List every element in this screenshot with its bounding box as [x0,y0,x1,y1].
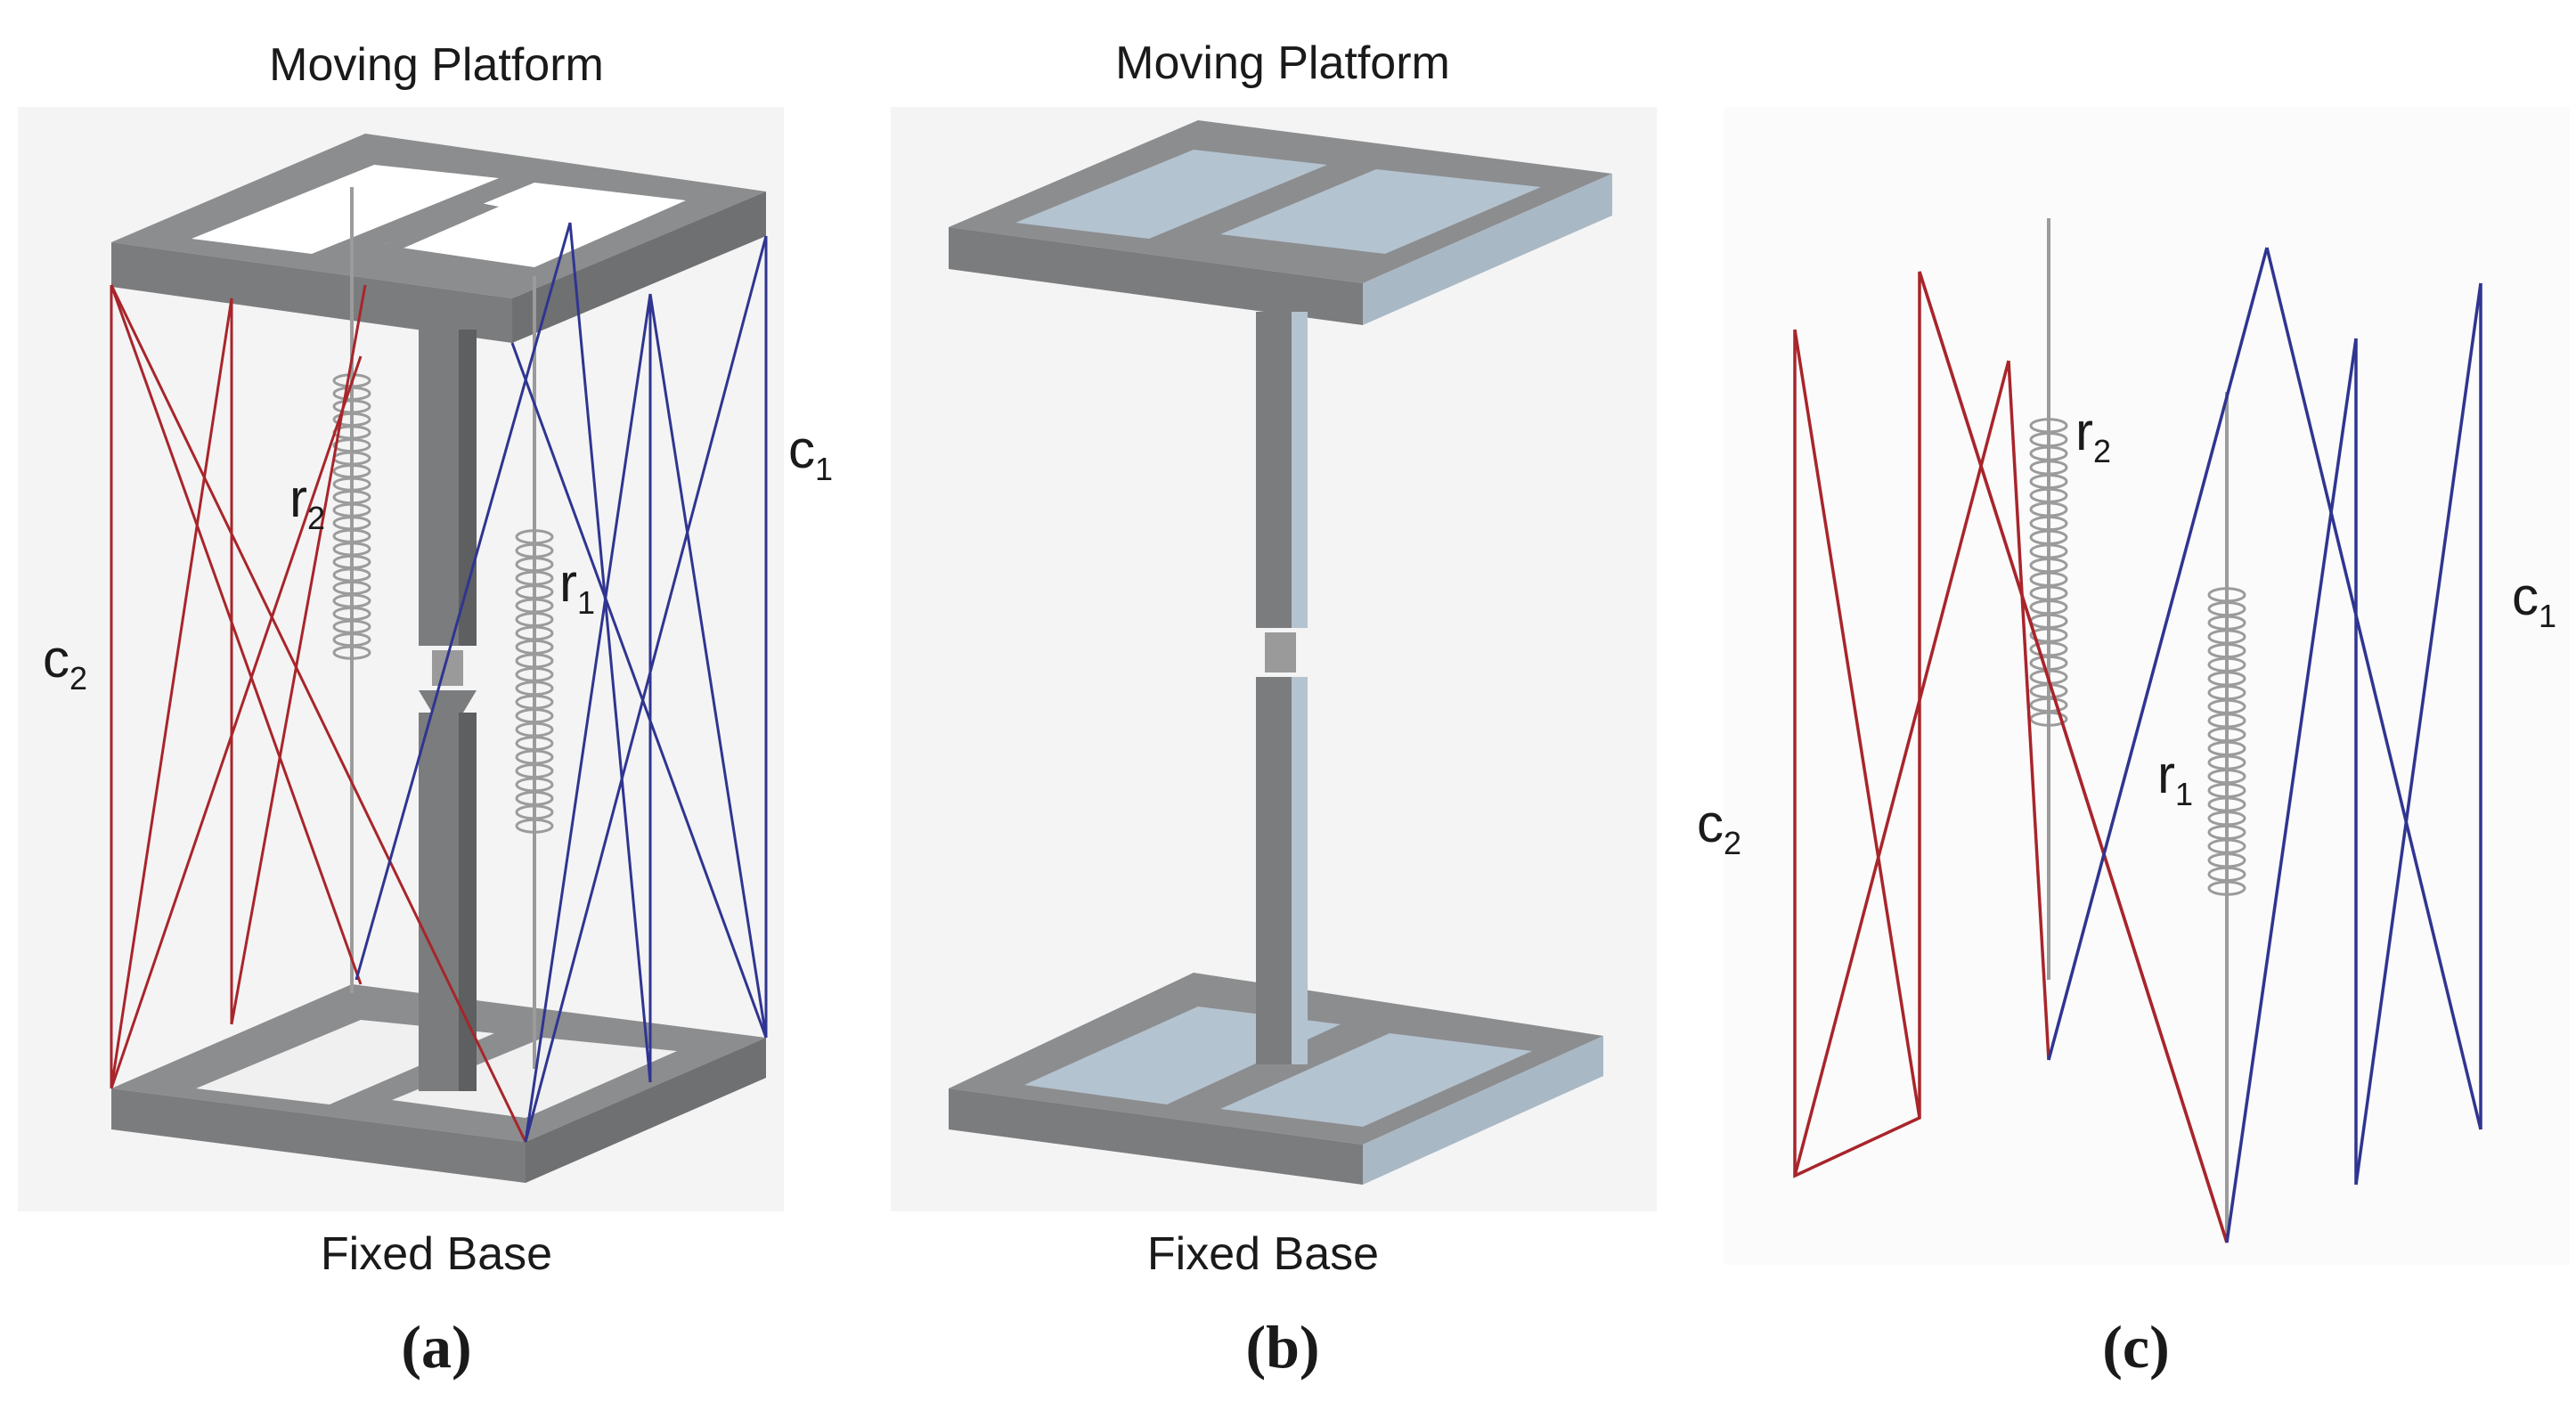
spring-coil [2029,641,2068,657]
panel-a-cables-c2 [110,284,527,1143]
spring-coil [2029,529,2068,545]
spring-coil [2029,418,2068,434]
panel-c-label-c2: c2 [1697,794,1741,861]
panel-a-label-r1: r1 [559,553,595,621]
spring-coil [515,557,554,573]
spring-coil [2207,643,2246,659]
panel-b-top-label: Moving Platform [1115,37,1450,89]
panel-a-cables-c1 [355,222,768,1143]
panel-a-top-label: Moving Platform [269,39,604,91]
spring-coil [515,639,554,655]
spring-coil [2029,516,2068,532]
spring-coil [2207,671,2246,687]
panel-c-cables-c1 [2047,247,2482,1243]
panel-a-central-column [419,330,477,1091]
spring-coil [2029,431,2068,448]
spring-coil [2029,445,2068,461]
spring-coil [2207,852,2246,868]
spring-coil [515,804,554,820]
spring-coil [2029,543,2068,559]
panel-b-moving-platform [949,120,1612,325]
panel-a: Moving Platform Fixed Base (a) c1 c2 r1 … [18,39,833,1381]
panel-c-label-r1: r1 [2157,745,2193,812]
panel-c-spring-r1 [2207,587,2246,896]
spring-coil [515,529,554,545]
spring-coil [2207,838,2246,854]
spring-coil [515,708,554,724]
spring-coil [515,694,554,710]
spring-coil [515,681,554,697]
spring-coil [515,736,554,752]
spring-coil [2029,558,2068,574]
panel-c: (c) c1 c2 r1 r2 [1697,107,2570,1381]
spring-coil [2029,711,2068,727]
panel-b: Moving Platform Fixed Base (b) [891,37,1657,1381]
spring-coil [2207,727,2246,743]
panel-a-label-c1: c1 [788,420,833,487]
spring-coil [515,542,554,558]
spring-coil [515,666,554,682]
spring-coil [515,818,554,834]
panel-c-label-c1: c1 [2512,566,2556,634]
spring-coil [2029,697,2068,713]
spring-coil [2029,599,2068,615]
panel-a-bottom-label: Fixed Base [321,1228,552,1280]
spring-coil [515,790,554,806]
spring-coil [2207,615,2246,631]
spring-coil [2207,782,2246,798]
panel-b-bottom-label: Fixed Base [1147,1228,1379,1280]
spring-coil [515,584,554,600]
spring-coil [515,570,554,586]
spring-coil [515,598,554,614]
spring-coil [2029,655,2068,671]
spring-coil [515,749,554,765]
spring-coil [2207,629,2246,645]
spring-coil [2207,824,2246,840]
spring-coil [515,612,554,627]
spring-coil [2207,796,2246,812]
spring-coil [2029,474,2068,490]
spring-coil [2207,880,2246,896]
spring-coil [2207,740,2246,756]
spring-coil [515,763,554,778]
spring-coil [2029,571,2068,587]
spring-coil [515,777,554,793]
spring-coil [2029,460,2068,476]
panel-a-label-c2: c2 [43,629,87,697]
spring-coil [2207,811,2246,827]
spring-coil [2207,713,2246,729]
spring-coil [2207,754,2246,770]
panel-c-background [1724,107,2570,1265]
spring-coil [332,645,371,660]
spring-coil [2207,587,2246,603]
panel-a-spring-r1 [515,529,554,834]
spring-coil [2207,769,2246,785]
panel-a-caption: (a) [401,1313,471,1381]
spring-coil [515,721,554,738]
panel-c-spring-r2 [2029,418,2068,727]
panel-a-label-r2: r2 [289,469,325,536]
spring-coil [2029,627,2068,643]
spring-coil [2207,600,2246,617]
spring-coil [2029,487,2068,503]
panel-b-central-column [1256,312,1308,1064]
spring-coil [515,625,554,641]
panel-c-caption: (c) [2102,1313,2169,1381]
panel-c-label-r2: r2 [2075,402,2111,469]
panel-b-caption: (b) [1245,1313,1319,1381]
panel-a-moving-platform [111,134,766,343]
spring-coil [2207,656,2246,672]
spring-coil [2207,698,2246,714]
panel-a-spring-r2 [332,373,371,660]
spring-coil [2029,585,2068,601]
spring-coil [2207,685,2246,701]
spring-coil [2207,866,2246,883]
spring-coil [2029,501,2068,518]
spring-coil [515,653,554,669]
